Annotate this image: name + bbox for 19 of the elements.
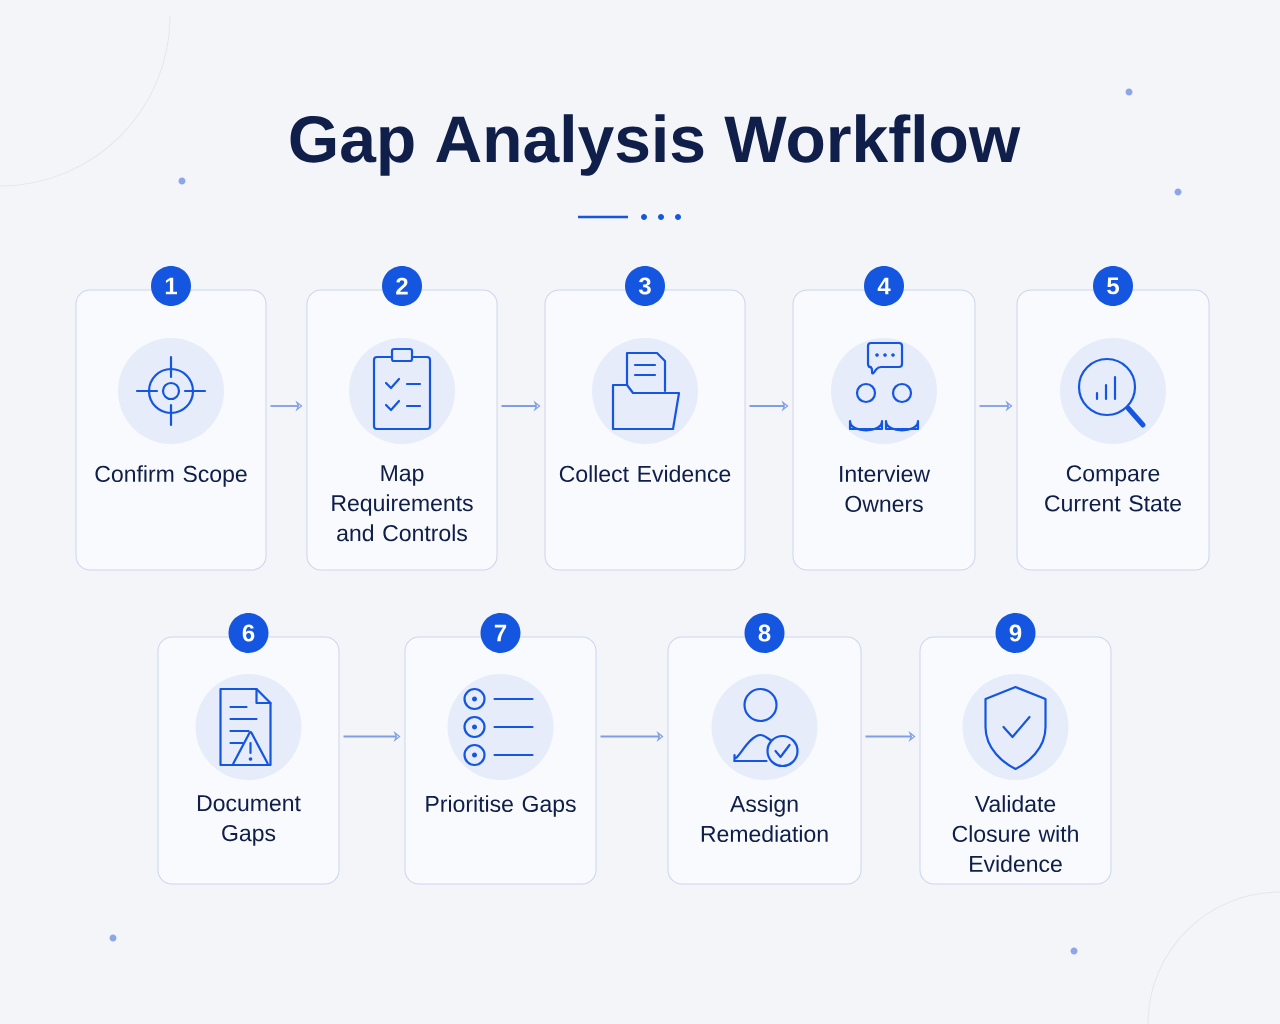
number-badge: 6 [228, 613, 269, 653]
number-badge: 9 [995, 613, 1036, 653]
number-badge: 8 [744, 613, 785, 653]
step-label: Confirm Scope [95, 465, 247, 487]
title: Gap Analysis Workflow [290, 114, 1021, 176]
step-label: Interview Owners [840, 465, 931, 513]
number-badge: 1 [151, 266, 191, 306]
step-label: Document Gaps [198, 795, 301, 846]
number-badge: 4 [864, 266, 904, 306]
step-label: Assign Remediation [701, 795, 828, 843]
step-label: Validate Closure with Evidence [952, 795, 1078, 873]
number-badge: 7 [480, 613, 521, 653]
step-label: Map Requirements and Controls [332, 465, 473, 542]
number-badge: 5 [1093, 266, 1133, 306]
number-badge: 2 [382, 266, 422, 306]
number-badge: 3 [625, 266, 665, 306]
step-label: Prioritise Gaps [426, 795, 576, 817]
step-label: Compare Current State [1045, 465, 1181, 512]
step-label: Collect Evidence [559, 465, 731, 483]
